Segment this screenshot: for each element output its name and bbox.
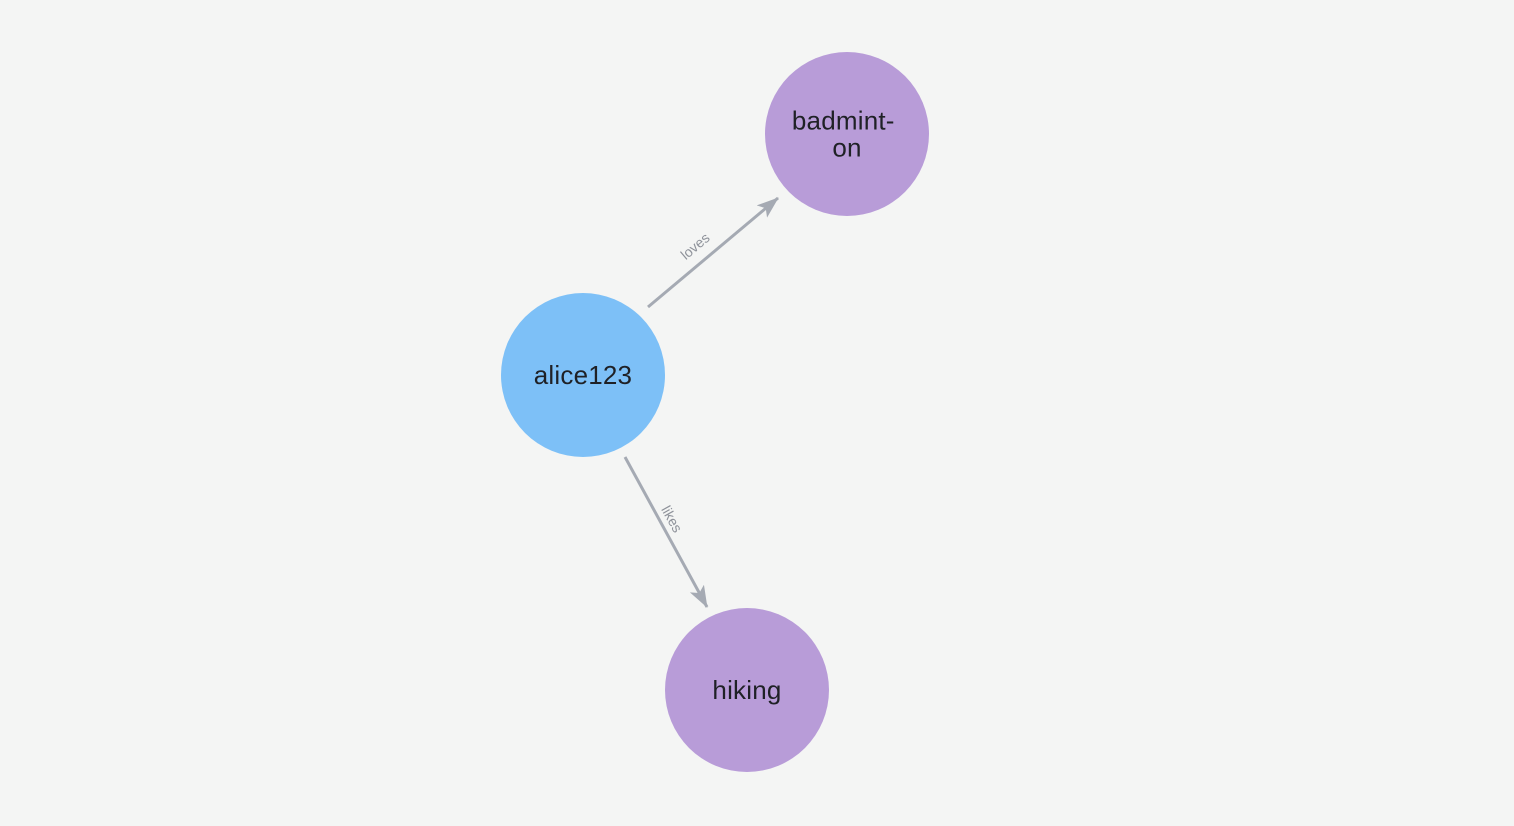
node-circle-hiking[interactable] (665, 608, 829, 772)
edge-label-likes: likes (658, 503, 686, 535)
edge-line-likes[interactable] (623, 456, 709, 608)
node-circle-badminton[interactable] (765, 52, 929, 216)
node-circle-alice123[interactable] (501, 293, 665, 457)
edge-loves: loves (647, 196, 779, 309)
node-hiking: hiking (665, 608, 829, 772)
edge-line-loves[interactable] (647, 196, 779, 309)
edge-likes: likes (623, 456, 709, 608)
node-alice123: alice123 (501, 293, 665, 457)
node-badminton: badmint- on (765, 52, 929, 216)
